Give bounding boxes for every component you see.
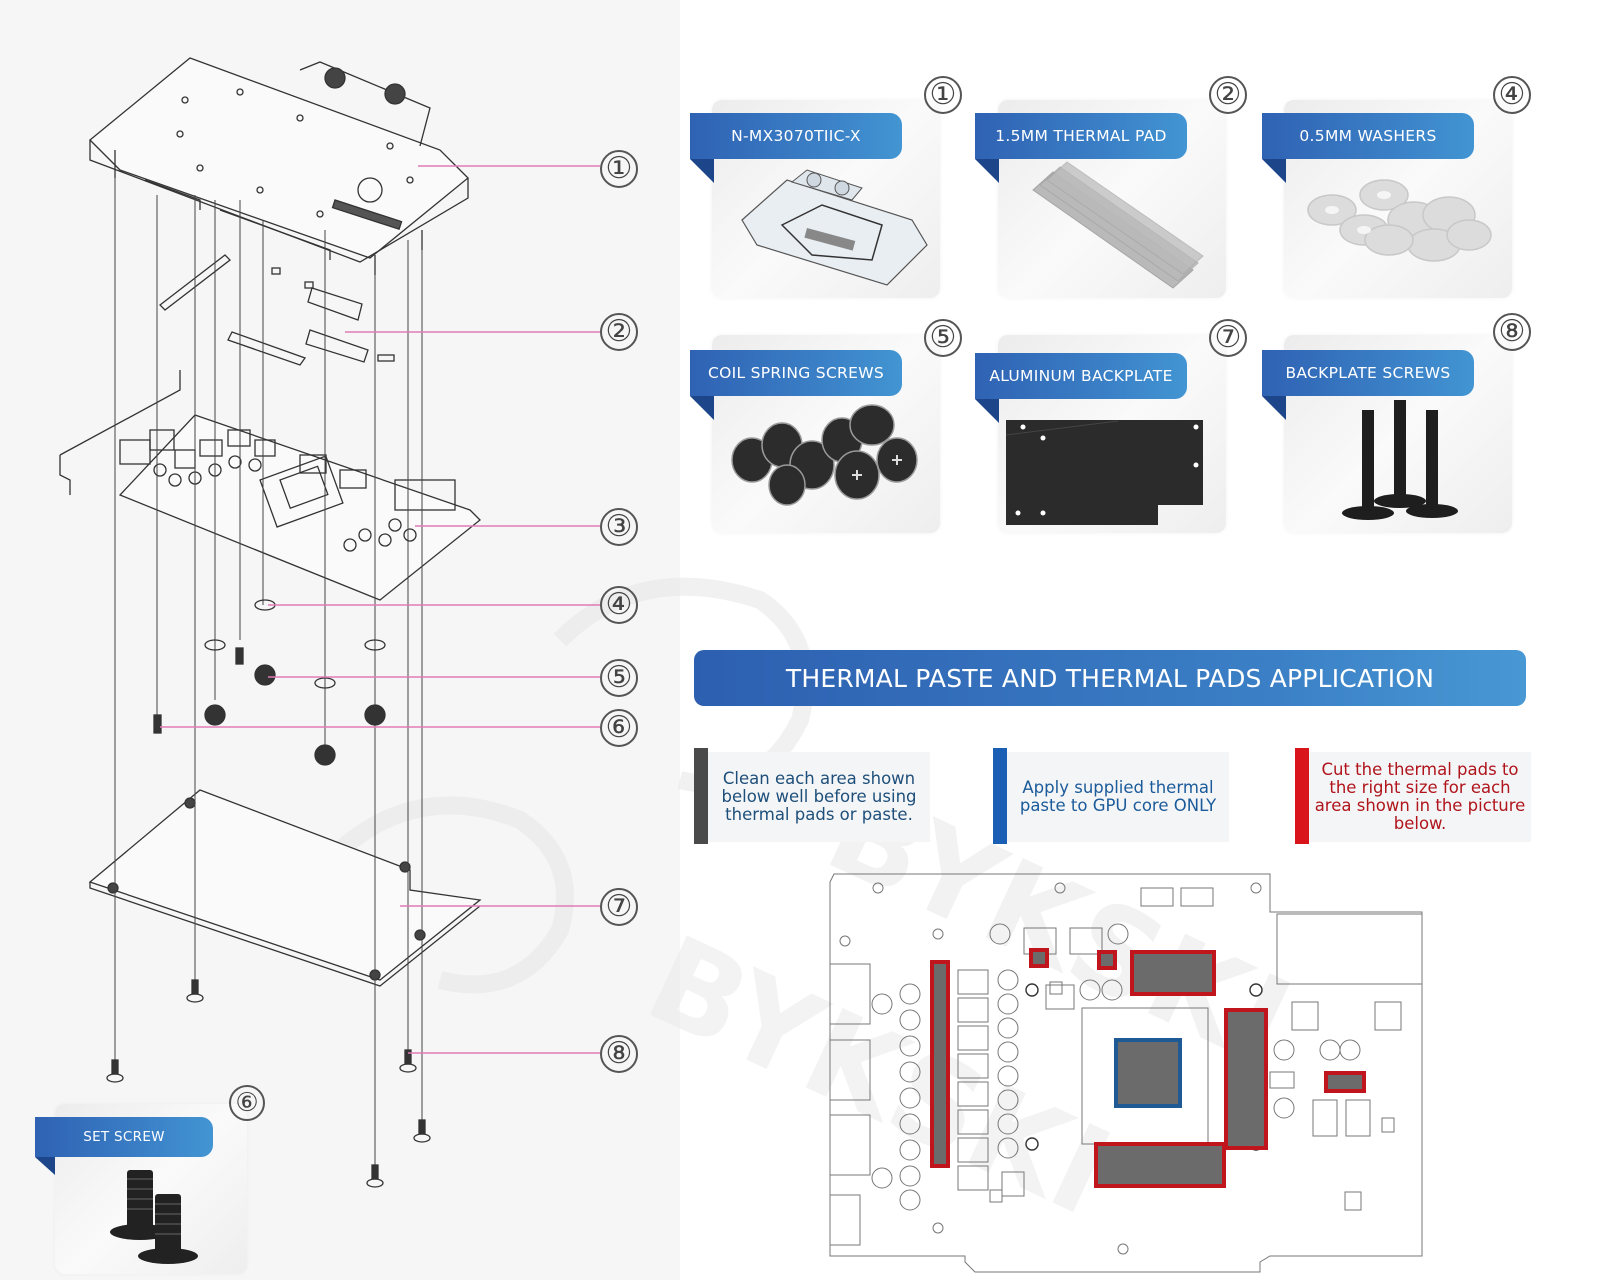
part-number-5: ⑤ <box>924 319 962 357</box>
note-clean: Clean each area shown below well before … <box>708 752 930 842</box>
set-screw-image <box>110 1170 198 1264</box>
thermal-pads-drawing <box>159 254 395 366</box>
ribbon-fold <box>690 396 714 420</box>
callout-2: ② <box>600 313 638 351</box>
assembly-guide-lines <box>114 178 423 1170</box>
part-number-1: ① <box>924 76 962 114</box>
ribbon-fold <box>975 399 999 423</box>
part-number-8: ⑧ <box>1493 313 1531 351</box>
part-number-4: ④ <box>1493 76 1531 114</box>
pad-small-1 <box>1029 948 1049 968</box>
pcb-drawing <box>59 370 481 601</box>
io-ports <box>829 963 871 1246</box>
water-block-image <box>741 169 928 286</box>
set-screw-number: ⑥ <box>229 1085 265 1121</box>
pad-small-2 <box>1097 950 1117 970</box>
part-label-washers: 0.5MM WASHERS <box>1262 113 1474 159</box>
pad-memory-top <box>1130 950 1216 996</box>
part-label-water-block: N-MX3070TIIC-X <box>690 113 902 159</box>
ribbon-fold <box>690 159 714 183</box>
backplate-image <box>1005 420 1203 525</box>
part-label-thermal-pad: 1.5MM THERMAL PAD <box>975 113 1187 159</box>
pad-memory-right <box>1224 1008 1268 1150</box>
part-label-backplate: ALUMINUM BACKPLATE <box>975 353 1187 399</box>
callout-1: ① <box>600 150 638 188</box>
ribbon-fold <box>1262 396 1286 420</box>
callout-6: ⑥ <box>600 709 638 747</box>
thermal-section-title: THERMAL PASTE AND THERMAL PADS APPLICATI… <box>694 650 1526 706</box>
set-screw-label: SET SCREW <box>35 1117 213 1157</box>
ribbon-fold <box>35 1157 55 1175</box>
callout-4: ④ <box>600 586 638 624</box>
inductors <box>957 969 989 1191</box>
fasteners-drawing <box>106 599 431 1188</box>
part-number-7: ⑦ <box>1209 319 1247 357</box>
exploded-view <box>59 57 600 1188</box>
part-label-coil-spring-screws: COIL SPRING SCREWS <box>690 350 902 396</box>
thermal-pad-areas <box>930 948 1366 1188</box>
ribbon-fold <box>975 159 999 183</box>
callout-8: ⑧ <box>600 1035 638 1073</box>
thermal-pad-image <box>1032 161 1204 289</box>
note-cut: Cut the thermal pads to the right size f… <box>1309 752 1531 842</box>
pad-vrm-left <box>930 960 950 1168</box>
pcb-components <box>119 429 456 552</box>
pad-memory-bottom <box>1094 1142 1226 1188</box>
water-block-drawing <box>89 57 469 275</box>
note-bar-cut <box>1295 748 1309 844</box>
note-bar-clean <box>694 748 708 844</box>
callout-7: ⑦ <box>600 888 638 926</box>
backplate-drawing <box>88 789 482 987</box>
backplate-screws-image <box>1342 400 1458 520</box>
note-paste: Apply supplied thermal paste to GPU core… <box>1007 752 1229 842</box>
pad-small-right <box>1324 1071 1366 1093</box>
ribbon-fold <box>1262 159 1286 183</box>
capacitors <box>871 923 1361 1211</box>
pcb-outline <box>829 873 1423 1273</box>
callout-3: ③ <box>600 508 638 546</box>
gpu-core-paste-area <box>1114 1038 1182 1108</box>
small-components <box>989 887 1402 1211</box>
note-bar-paste <box>993 748 1007 844</box>
part-number-2: ② <box>1209 76 1247 114</box>
mounting-holes <box>839 882 1262 1255</box>
callout-leaders <box>160 165 600 1054</box>
callout-5: ⑤ <box>600 659 638 697</box>
coil-spring-screws-image <box>731 404 918 506</box>
washers-image <box>1307 179 1492 262</box>
part-label-backplate-screws: BACKPLATE SCREWS <box>1262 350 1474 396</box>
